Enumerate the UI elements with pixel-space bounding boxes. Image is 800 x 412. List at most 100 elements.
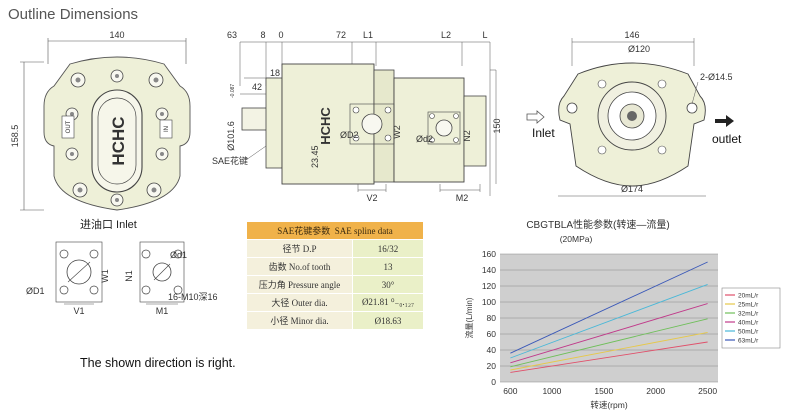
row-value: Ø21.81 ⁰₋₀.₁₂₇ — [352, 293, 424, 312]
series-line — [510, 318, 708, 368]
performance-chart: CBGTBLA性能参数(转速—流量) (20MPa) 0 20 40 60 80 100 1… — [464, 218, 781, 410]
row-label-cn: 压力角 — [258, 280, 286, 290]
inlet-m1-label: M1 — [156, 306, 169, 316]
dim-dia-120: Ø120 — [628, 44, 650, 54]
side-brand-text: HCHC — [318, 107, 333, 145]
row-value: 30° — [352, 275, 424, 294]
table-row: 大径 Outer dia. Ø21.81 ⁰₋₀.₁₂₇ — [245, 293, 424, 312]
y-tick-label: 140 — [482, 265, 496, 275]
row-label-cn: 大径 — [271, 298, 290, 308]
side-view-drawing: 63 8 0 72 L1 L2 L 18 42 Ø101.6 -0.087 SA… — [212, 30, 502, 203]
table-header: SAE花键参数 SAE spline data — [246, 221, 424, 240]
front-oval-boss — [91, 89, 143, 193]
table-row: 压力角 Pressure angle 30° — [245, 275, 424, 294]
side-v2-label: V2 — [366, 193, 377, 203]
table-row: 齿数 No.of tooth 13 — [245, 257, 424, 276]
dim-dia-174: Ø174 — [621, 184, 643, 194]
side-d2-label: ØD2 — [340, 130, 359, 140]
inlet-d1-label: ØD1 — [26, 286, 45, 296]
x-tick-label: 2000 — [646, 386, 665, 396]
inlet-arrow-icon — [526, 110, 545, 124]
inlet-v1-label: V1 — [73, 306, 84, 316]
inlet-small-d1-label: Ød1 — [170, 250, 187, 260]
inlet-n1-label: N1 — [124, 270, 134, 282]
pump-body-rear — [393, 77, 465, 183]
dim-0: 0 — [278, 30, 283, 40]
dim-L1: L1 — [363, 30, 373, 40]
table-header-row: SAE花键参数 SAE spline data — [246, 221, 424, 240]
pump-body-front — [281, 63, 375, 185]
row-label-en: D.P — [302, 244, 317, 254]
x-tick-label: 600 — [503, 386, 517, 396]
inlet-w1-label: W1 — [100, 269, 110, 283]
y-tick-label: 100 — [482, 297, 496, 307]
side-d2-small-label: Ød2 — [416, 134, 433, 144]
inlet-detail-heading: 进油口 Inlet — [80, 217, 137, 231]
chart-subtitle: (20MPa) — [560, 234, 593, 244]
row-value: Ø18.63 — [352, 311, 424, 330]
y-tick-label: 20 — [487, 361, 497, 371]
dim-dia-101-6: Ø101.6 — [226, 121, 236, 151]
row-value: 16/32 — [352, 239, 424, 258]
y-tick-label: 40 — [487, 345, 497, 355]
spline-data-table: SAE花键参数 SAE spline data 径节 D.P 16/32 齿数 … — [245, 221, 424, 330]
dim-150: 150 — [492, 118, 502, 133]
legend-entry: 25mL/r — [738, 302, 759, 309]
series-line — [510, 303, 708, 364]
x-tick-label: 2500 — [698, 386, 717, 396]
row-label-en: Minor dia. — [290, 316, 329, 326]
side-w2-label: W2 — [392, 125, 402, 139]
page-title: Outline Dimensions — [8, 6, 139, 23]
legend-entry: 63mL/r — [738, 338, 759, 345]
legend-entry: 20mL/r — [738, 293, 759, 300]
series-line — [510, 331, 708, 371]
x-tick-label: 1500 — [594, 386, 613, 396]
dim-18: 18 — [270, 68, 280, 78]
dim-8: 8 — [260, 30, 265, 40]
right-view-drawing: 146 Ø120 2-Ø14.5 Ø174 — [558, 30, 733, 197]
y-tick-label: 160 — [482, 249, 496, 259]
series-line — [510, 261, 708, 354]
y-axis-label: 流量(L/min) — [464, 297, 474, 338]
row-label-en: Pressure angle — [288, 280, 341, 290]
dim-140: 140 — [109, 30, 124, 40]
row-label-en: No.of tooth — [288, 262, 331, 272]
row-value: 13 — [352, 257, 424, 276]
dim-72: 72 — [336, 30, 346, 40]
outlet-arrow-icon — [715, 115, 734, 127]
outlet-label: outlet — [712, 132, 742, 146]
y-tick-label: 0 — [491, 377, 496, 387]
row-label-en: Outer dia. — [291, 298, 328, 308]
front-brand-text: HCHC — [109, 116, 128, 165]
inlet-detail-drawing: 进油口 Inlet ØD1 W1 V1 N1 Ød1 M1 16-M10深16 — [26, 217, 218, 316]
x-tick-label: 1000 — [542, 386, 561, 396]
x-axis-label: 转速(rpm) — [590, 400, 627, 410]
dim-146: 146 — [624, 30, 639, 40]
row-label-cn: 齿数 — [268, 262, 287, 272]
table-row: 径节 D.P 16/32 — [245, 239, 424, 258]
table-header-cn: SAE花键参数 — [277, 226, 331, 236]
direction-note: The shown direction is right. — [80, 356, 236, 370]
dim-63: 63 — [227, 30, 237, 40]
series-line — [510, 341, 708, 373]
dim-L2: L2 — [441, 30, 451, 40]
dim-L: L — [482, 30, 487, 40]
chart-legend — [721, 287, 781, 349]
y-tick-label: 60 — [487, 329, 497, 339]
side-m2-label: M2 — [456, 193, 469, 203]
holes-label: 2-Ø14.5 — [700, 72, 733, 82]
row-label-cn: 小径 — [270, 316, 289, 326]
legend-entry: 50mL/r — [738, 329, 759, 336]
side-n2-label: N2 — [462, 130, 472, 142]
chart-title: CBGTBLA性能参数(转速—流量) — [526, 218, 669, 231]
y-tick-label: 120 — [482, 281, 496, 291]
inlet-label: Inlet — [532, 126, 555, 140]
legend-entry: 40mL/r — [738, 320, 759, 327]
y-tick-label: 80 — [487, 313, 497, 323]
inlet-thread-label: 16-M10深16 — [168, 292, 218, 302]
legend-entry: 32mL/r — [738, 311, 759, 318]
series-line — [510, 283, 708, 359]
front-in-tag: IN — [164, 126, 170, 132]
front-out-tag: OUT — [66, 120, 72, 133]
dim-158-5: 158.5 — [10, 125, 20, 148]
